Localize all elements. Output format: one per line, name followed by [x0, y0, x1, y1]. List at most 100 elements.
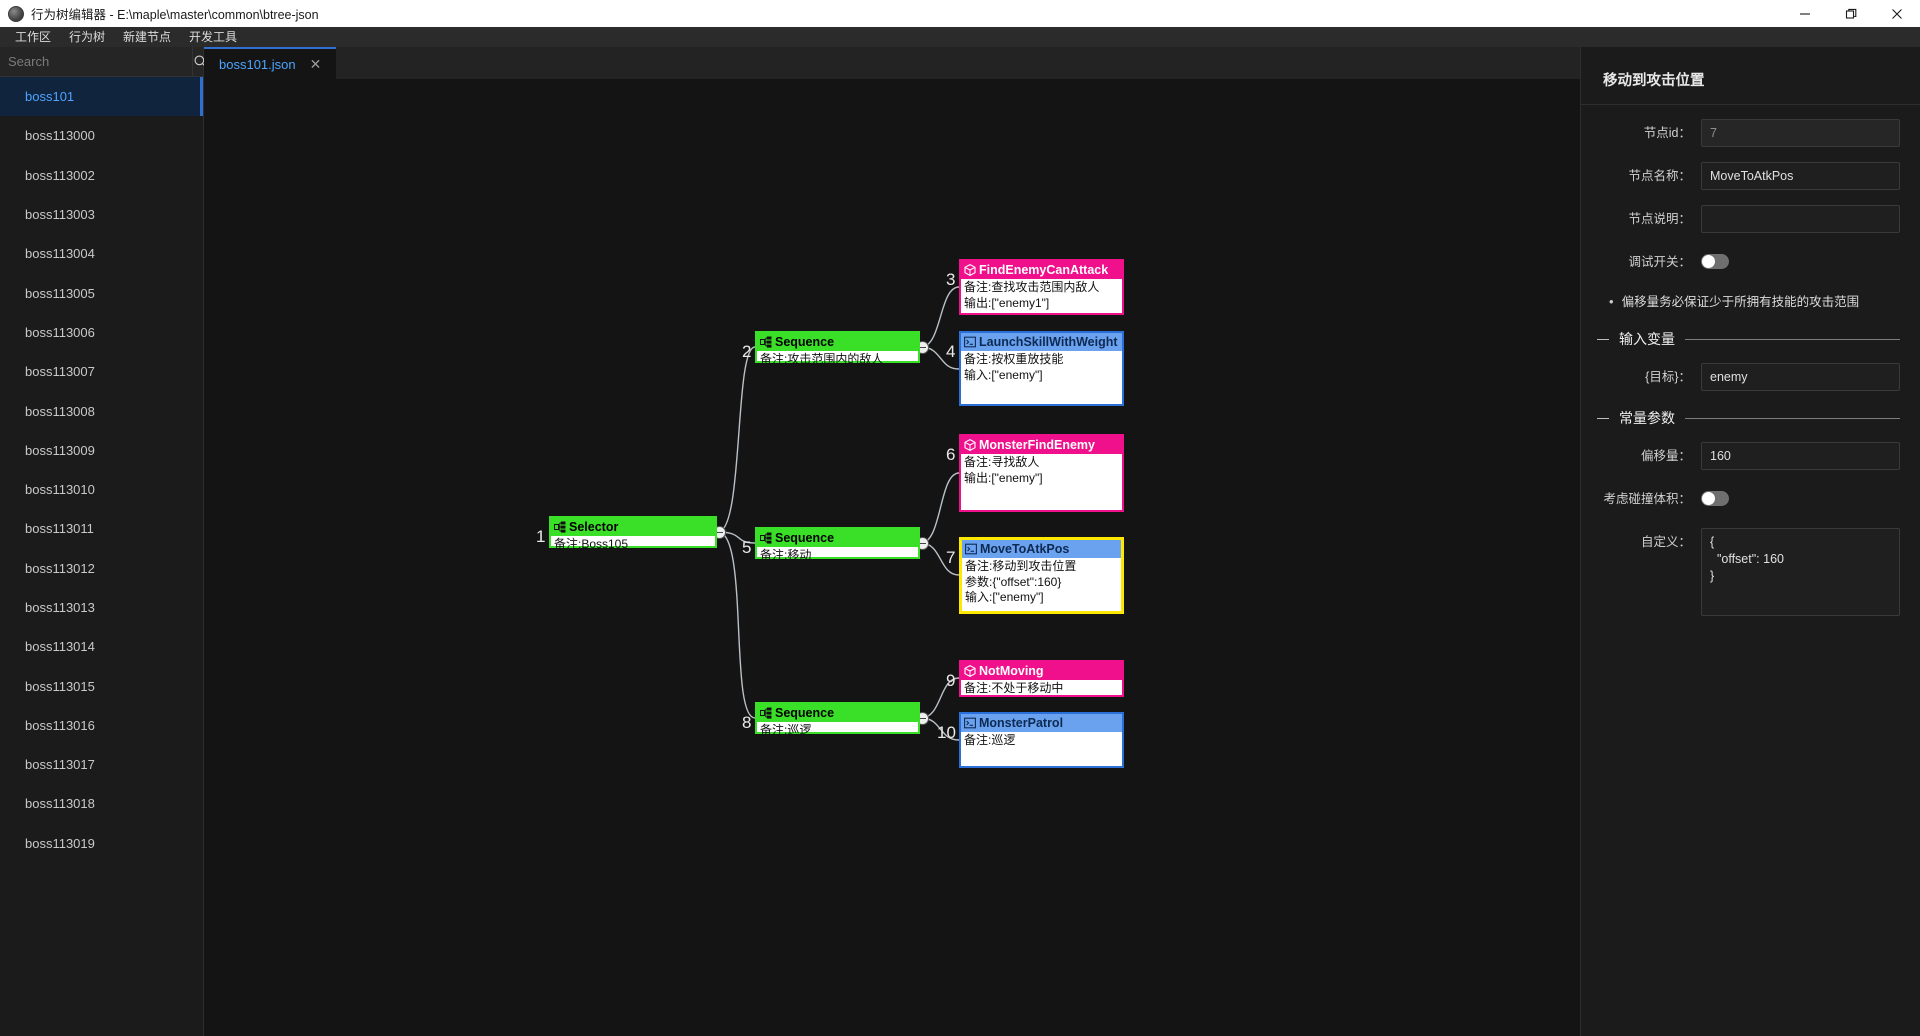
sidebar-item-boss113010[interactable]: boss113010 — [0, 470, 203, 509]
node-line: 输出:["enemy"] — [964, 470, 1043, 485]
node-header: FindEnemyCanAttack — [961, 261, 1122, 279]
node-name-input[interactable] — [1701, 162, 1900, 190]
sidebar-item-label: boss113012 — [25, 560, 95, 576]
custom-json-textarea[interactable]: { "offset": 160 } — [1701, 528, 1900, 616]
sidebar-item-label: boss113003 — [25, 207, 95, 223]
close-button[interactable] — [1874, 0, 1920, 27]
sidebar-item-boss113008[interactable]: boss113008 — [0, 391, 203, 430]
sidebar-item-label: boss113018 — [25, 796, 95, 812]
collapse-icon[interactable] — [1597, 338, 1609, 340]
tab-close-icon[interactable]: ✕ — [309, 56, 322, 72]
sidebar-item-boss101[interactable]: boss101 — [0, 77, 203, 117]
debug-switch-toggle[interactable] — [1701, 254, 1729, 269]
sidebar-item-label: boss113016 — [25, 717, 95, 733]
sidebar-item-boss113005[interactable]: boss113005 — [0, 273, 203, 312]
sidebar-item-label: boss113013 — [25, 600, 95, 615]
menu-item-dev-tools[interactable]: 开发工具 — [189, 30, 238, 44]
sidebar-item-boss113007[interactable]: boss113007 — [0, 352, 203, 391]
node-line: 备注:移动 — [760, 548, 812, 562]
graph-node-monsterfindenemy[interactable]: MonsterFindEnemy 备注:寻找敌人输出:["enemy"] — [959, 434, 1124, 512]
node-body: 备注:移动到攻击位置参数:{"offset":160}输入:["enemy"] — [962, 558, 1121, 608]
sidebar-item-boss113004[interactable]: boss113004 — [0, 234, 203, 273]
app-icon — [8, 5, 24, 22]
bullet-icon: • — [1609, 294, 1614, 309]
search-input[interactable] — [0, 54, 192, 69]
sidebar-item-label: boss113008 — [25, 403, 95, 419]
sidebar-item-boss113017[interactable]: boss113017 — [0, 745, 203, 784]
menu-item-behavior-tree[interactable]: 行为树 — [69, 30, 106, 44]
node-line: 备注:Boss105 — [554, 537, 629, 551]
search-bar — [0, 46, 207, 77]
node-index-label: 7 — [946, 548, 956, 567]
node-title: Sequence — [775, 335, 835, 349]
node-name-label: 节点名称： — [1628, 169, 1691, 183]
sidebar-item-boss113014[interactable]: boss113014 — [0, 627, 203, 666]
sidebar-item-boss113013[interactable]: boss113013 — [0, 588, 203, 627]
sidebar-item-boss113009[interactable]: boss113009 — [0, 431, 203, 470]
sidebar-item-boss113016[interactable]: boss113016 — [0, 706, 203, 745]
node-line: 输入:["enemy"] — [964, 367, 1043, 382]
node-line: 备注:巡逻 — [964, 733, 1016, 747]
node-line: 备注:寻找敌人 — [964, 455, 1040, 469]
node-line: 参数:{"offset":160} — [965, 574, 1062, 589]
panel-title: 移动到攻击位置 — [1603, 73, 1705, 89]
sidebar-item-boss113015[interactable]: boss113015 — [0, 666, 203, 705]
field-debug-switch: 调试开关： — [1581, 248, 1920, 276]
sidebar-item-label: boss113014 — [25, 639, 95, 655]
sidebar-item-boss113012[interactable]: boss113012 — [0, 549, 203, 588]
tree-icon — [760, 532, 772, 544]
field-target: {目标}： — [1581, 363, 1920, 391]
node-id-input[interactable] — [1701, 119, 1900, 147]
node-title: Sequence — [775, 706, 835, 720]
sidebar-item-boss113018[interactable]: boss113018 — [0, 784, 203, 823]
collision-toggle[interactable] — [1701, 491, 1729, 506]
collapse-icon[interactable] — [1597, 417, 1609, 419]
node-title: MoveToAtkPos — [980, 542, 1070, 556]
offset-input[interactable] — [1701, 442, 1900, 470]
minimize-button[interactable] — [1782, 0, 1828, 27]
node-desc-input[interactable] — [1701, 205, 1900, 233]
node-id-label: 节点id： — [1643, 126, 1691, 140]
custom-label: 自定义： — [1640, 535, 1691, 549]
section-rule — [1685, 338, 1900, 340]
menu-item-workspace[interactable]: 工作区 — [15, 30, 52, 44]
tab-boss101-json[interactable]: boss101.json ✕ — [204, 47, 337, 79]
sidebar-item-boss113003[interactable]: boss113003 — [0, 195, 203, 234]
sidebar-item-boss113002[interactable]: boss113002 — [0, 156, 203, 195]
sidebar-item-label: boss113010 — [25, 482, 95, 498]
node-body: 备注:巡逻 — [961, 732, 1122, 751]
maximize-button[interactable] — [1828, 0, 1874, 27]
hex-icon — [964, 665, 976, 677]
sidebar-item-boss113000[interactable]: boss113000 — [0, 116, 203, 155]
sidebar-item-label: boss113005 — [25, 285, 95, 301]
node-index-label: 3 — [946, 270, 956, 289]
node-line: 输入:["enemy"] — [965, 590, 1044, 604]
node-title: MonsterFindEnemy — [979, 438, 1095, 452]
target-label: {目标}： — [1645, 370, 1691, 384]
target-input[interactable] — [1701, 363, 1900, 391]
panel-body: 节点id： 节点名称： 节点说明： 调试开关： • 偏移量务必保证少于所拥有技能… — [1581, 105, 1920, 655]
sidebar-item-boss113006[interactable]: boss113006 — [0, 313, 203, 352]
sidebar-item-boss113019[interactable]: boss113019 — [0, 824, 203, 863]
field-node-id: 节点id： — [1581, 119, 1920, 147]
menu-item-new-node[interactable]: 新建节点 — [123, 30, 172, 44]
node-line: 备注:查找攻击范围内敌人 — [964, 280, 1100, 294]
sidebar-item-label: boss113019 — [25, 835, 95, 851]
graph-node-movetoatkpos[interactable]: MoveToAtkPos 备注:移动到攻击位置参数:{"offset":160}输… — [959, 537, 1124, 614]
node-body: 备注:查找攻击范围内敌人输出:["enemy1"] — [961, 279, 1122, 313]
node-header: Sequence — [757, 333, 918, 351]
field-offset: 偏移量： — [1581, 442, 1920, 470]
sidebar-item-boss113011[interactable]: boss113011 — [0, 509, 203, 548]
offset-label: 偏移量： — [1640, 449, 1691, 463]
